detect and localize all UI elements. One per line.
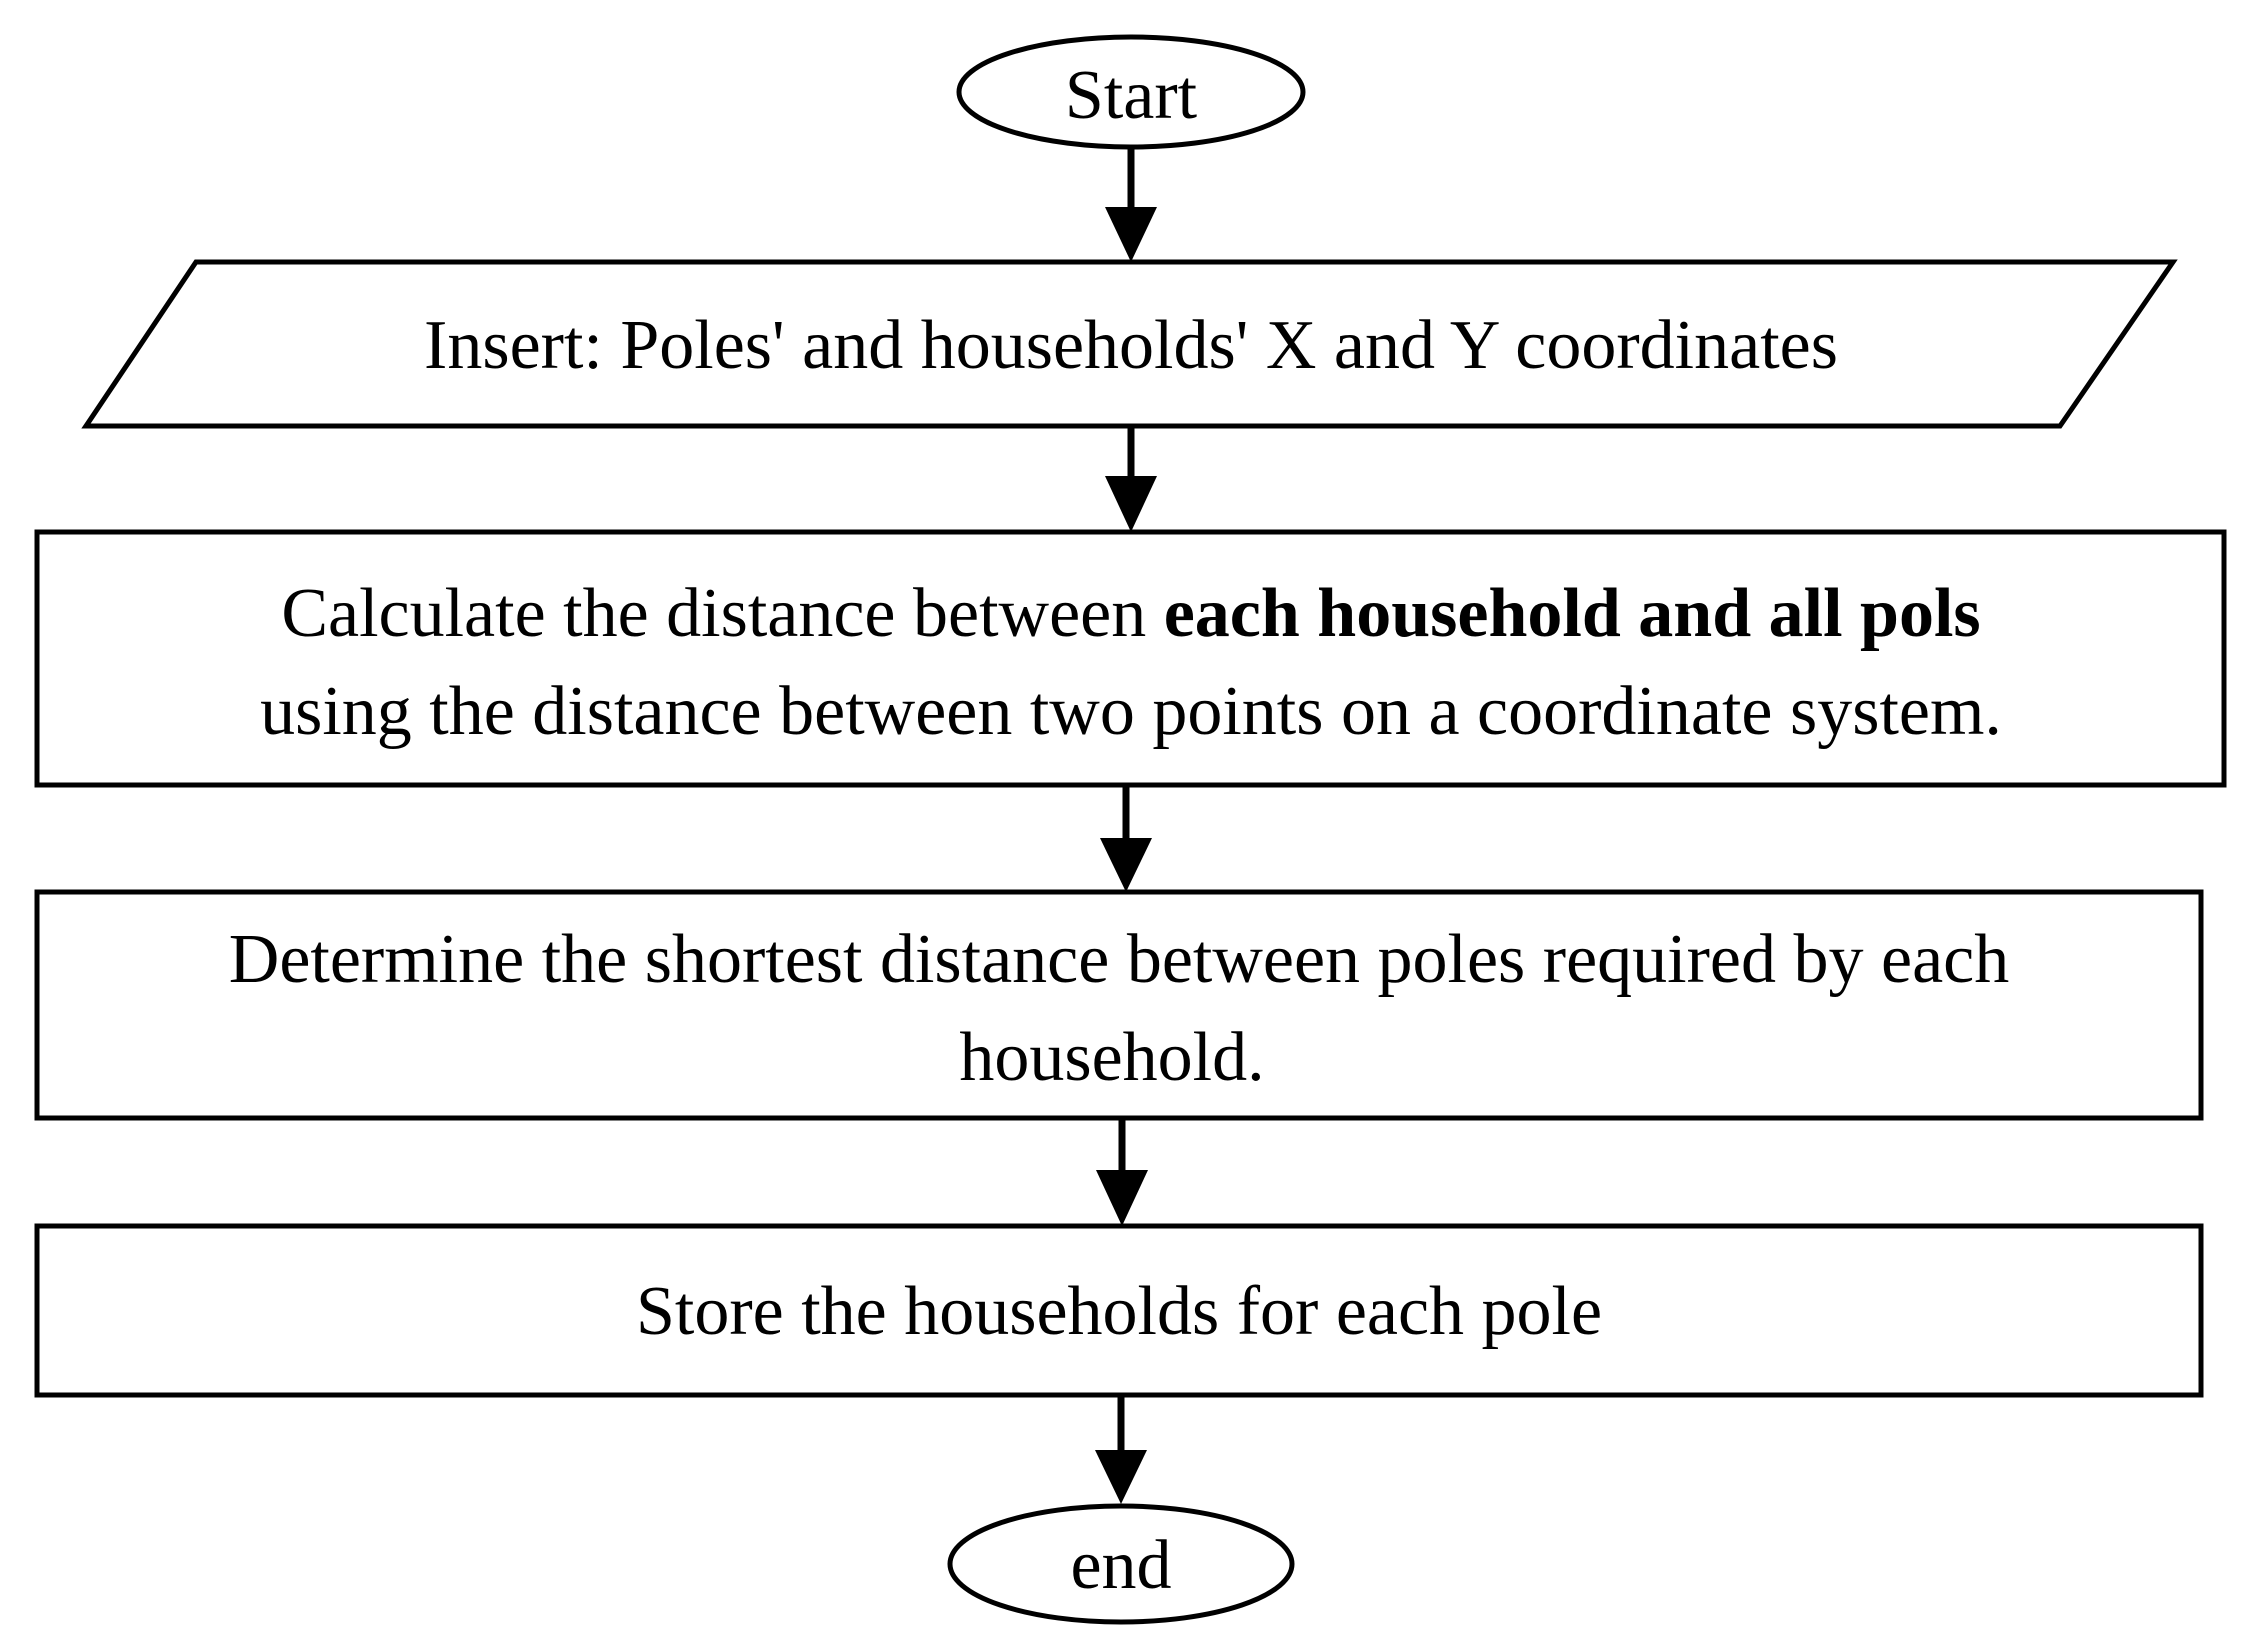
arrow-determine-to-store <box>1096 1118 1148 1226</box>
calculate-line1-bold: each household and all pols <box>1164 575 1981 652</box>
start-node: Start <box>956 34 1306 150</box>
calculate-line1: Calculate the distance between each hous… <box>281 575 1980 652</box>
arrow-input-to-calculate <box>1105 426 1157 532</box>
arrow-store-to-end <box>1095 1395 1147 1504</box>
arrowhead-icon <box>1105 207 1157 262</box>
input-node: Insert: Poles' and households' X and Y c… <box>81 259 2178 429</box>
store-label: Store the households for each pole <box>636 1273 1602 1350</box>
store-node: Store the households for each pole <box>34 1223 2204 1398</box>
arrowhead-icon <box>1096 1170 1148 1226</box>
arrow-start-to-input <box>1105 149 1157 262</box>
start-label: Start <box>1065 57 1198 134</box>
calculate-box <box>34 529 2227 788</box>
end-ellipse <box>947 1503 1295 1625</box>
end-label: end <box>1070 1527 1171 1604</box>
calculate-node: Calculate the distance between each hous… <box>34 529 2227 788</box>
store-box <box>34 1223 2204 1398</box>
arrowhead-icon <box>1095 1450 1147 1504</box>
arrow-calculate-to-determine <box>1100 785 1152 892</box>
arrowhead-icon <box>1105 476 1157 532</box>
determine-node: Determine the shortest distance between … <box>34 889 2204 1121</box>
determine-line1: Determine the shortest distance between … <box>229 921 2009 998</box>
start-ellipse <box>956 34 1306 150</box>
determine-line2: household. <box>959 1019 1264 1096</box>
determine-box <box>34 889 2204 1121</box>
calculate-line1-prefix: Calculate the distance between <box>281 575 1163 652</box>
end-node: end <box>947 1503 1295 1625</box>
calculate-line2: using the distance between two points on… <box>260 673 2002 750</box>
input-label: Insert: Poles' and households' X and Y c… <box>424 307 1838 384</box>
arrowhead-icon <box>1100 838 1152 892</box>
input-parallelogram <box>81 259 2178 429</box>
